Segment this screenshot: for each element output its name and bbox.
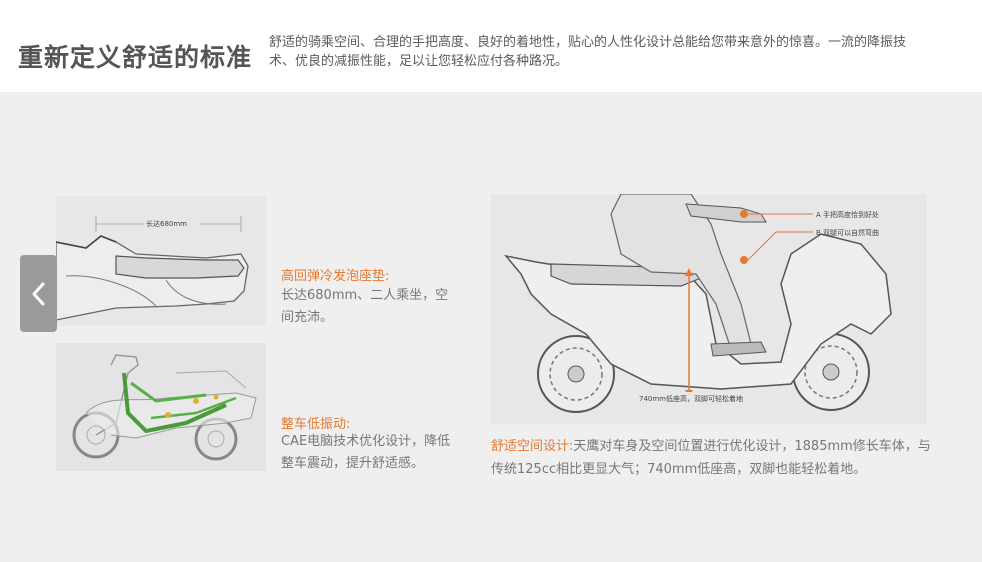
intro-text: 舒适的骑乘空间、合理的手把高度、良好的着地性，贴心的人性化设计总能给您带来意外的…: [269, 35, 907, 69]
frame-image: [56, 343, 266, 471]
carousel-prev-button[interactable]: [20, 255, 57, 332]
scooter-riding-image: 740mm低座高，双脚可轻松着地 A 手把高度恰到好处 B 双腿可以自然弯曲: [491, 194, 927, 424]
feature-panel: 长达680mm: [0, 92, 982, 562]
callout-a-label: A 手把高度恰到好处: [816, 210, 879, 219]
space-feature-text: 天鹰对车身及空间位置进行优化设计，1885mm修长车体，与传统125cc相比更显…: [491, 439, 931, 477]
seat-feature-title: 高回弹冷发泡座垫:: [281, 269, 390, 284]
space-feature-description: 舒适空间设计:天鹰对车身及空间位置进行优化设计，1885mm修长车体，与传统12…: [491, 435, 936, 481]
seat-feature-text: 长达680mm、二人乘坐，空间充沛。: [281, 288, 449, 325]
chevron-left-icon: [32, 282, 45, 306]
vibration-feature-text: CAE电脑技术优化设计，降低整车震动，提升舒适感。: [281, 434, 451, 471]
header: 重新定义舒适的标准 舒适的骑乘空间、合理的手把高度、良好的着地性，贴心的人性化设…: [0, 0, 982, 92]
seat-image: 长达680mm: [56, 196, 266, 326]
callout-b-label: B 双腿可以自然弯曲: [816, 228, 879, 237]
seat-length-label: 长达680mm: [146, 219, 187, 228]
vibration-feature-title: 整车低振动:: [281, 417, 351, 432]
page-title: 重新定义舒适的标准: [18, 43, 253, 72]
space-feature-title: 舒适空间设计:: [491, 439, 574, 454]
seat-height-label: 740mm低座高，双脚可轻松着地: [639, 394, 743, 403]
